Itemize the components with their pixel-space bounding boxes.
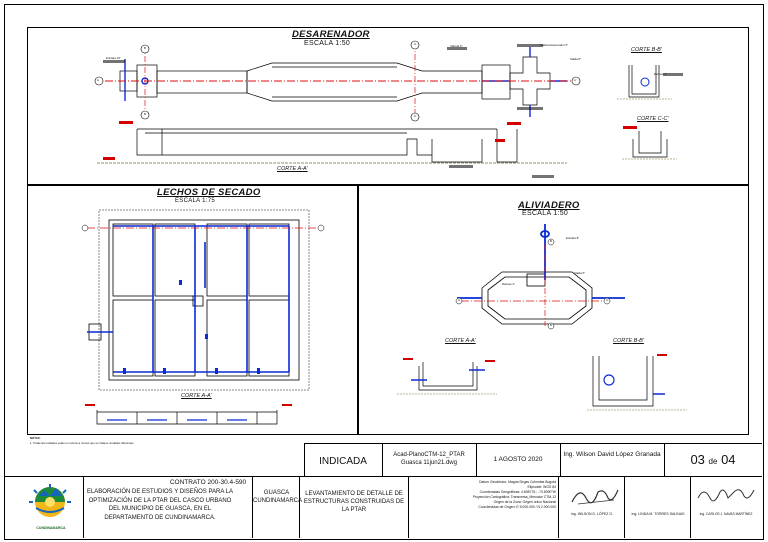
section-mark-c2: C' — [414, 114, 417, 118]
lechos-panel — [27, 184, 359, 435]
desarenador-corte-cc-label: CORTE C-C' — [637, 116, 669, 122]
datum-line-2: Elipsoide: WGS 84 — [527, 485, 556, 489]
firma-1: Ing. WILSON D. LÓPEZ G. — [570, 512, 614, 516]
archivo-value: Acad-PlanoCTM-12_PTAR Guasca 11jun21.dwg — [393, 452, 465, 466]
desarenador-drawing — [94, 40, 683, 178]
aliviadero-corte-aa-label: CORTE A-A' — [445, 338, 476, 344]
datum-line-5: Origen de la Zona: Origen único Nacional — [493, 500, 556, 504]
datum-line-6: Coordenadas de Origen: E 5.000.000 / N 2… — [478, 505, 556, 509]
firma-2: Ing. LINDA M. TORRES SALINAS — [631, 512, 685, 516]
section-mark-a: A — [97, 78, 99, 82]
desarenador-note-3: Válvula 6" — [450, 44, 463, 48]
aliviadero-mark-b: B — [550, 239, 552, 243]
signature-3 — [697, 489, 755, 502]
municipio-1: GUASCA — [263, 490, 290, 496]
lechos-drawing — [81, 209, 325, 425]
desarenador-title: DESARENADOR — [292, 29, 370, 40]
section-mark-a2: A' — [574, 78, 577, 82]
title-block-bottom-dividers — [4, 476, 762, 538]
aliviadero-title: ALIVIADERO — [518, 200, 580, 211]
title-block-top-dividers — [304, 443, 762, 476]
desarenador-corte-aa-label: CORTE A-A' — [277, 166, 308, 172]
sheet-of: de — [708, 457, 718, 466]
drawing-sheet — [4, 4, 764, 540]
section-mark-b2: B' — [144, 112, 147, 116]
aliviadero-panel — [357, 184, 749, 435]
desarenador-note-1: Entrada 10" — [106, 56, 121, 60]
aliviadero-mark-a: A — [458, 298, 460, 302]
desarenador-panel — [27, 27, 749, 186]
datum-line-3: Coordenadas Geográficas: 4.808776 ; -73.… — [479, 490, 556, 494]
sheet-number: 03 de 04 — [666, 452, 760, 467]
notes-text: 1. Todas las unidades están en metros a … — [30, 441, 135, 445]
desarenador-note-5: Rebose 4" — [654, 72, 667, 76]
aliviadero-note-2: Salida 6" — [574, 271, 586, 275]
aliviadero-note-1: Entrada 8" — [566, 236, 580, 240]
aliviadero-scale: ESCALA 1:50 — [522, 210, 569, 217]
sheet-total: 04 — [721, 452, 736, 467]
signature-1 — [571, 489, 619, 505]
dibujo-value: Ing. Wilson David López Granada — [563, 451, 661, 458]
fecha-value: 1 AGOSTO 2020 — [493, 456, 543, 463]
datum-line-1: Datum Geodésico: Magna Sirgas Colombia B… — [479, 480, 556, 484]
datum-block: Datum Geodésico: Magna Sirgas Colombia B… — [412, 480, 556, 510]
escala-value: INDICADA — [319, 456, 367, 467]
contrato: CONTRATO 200-30.4-590 — [169, 479, 247, 486]
title-block-bottom — [4, 476, 762, 538]
aliviadero-mark-a2: A' — [606, 298, 609, 302]
cundinamarca-logo — [29, 484, 71, 517]
aliviadero-mark-b2: B' — [550, 323, 553, 327]
lechos-title: LECHOS DE SECADO — [157, 187, 261, 198]
datum-line-4: Proyección Cartográfica: Transversa_Merc… — [472, 495, 556, 499]
title-block-top — [304, 443, 762, 476]
aliviadero-note-3: Rebose 4" — [502, 282, 515, 286]
municipio-2: CUNDINAMARCA — [253, 498, 303, 504]
logo-text: CUNDINAMARCA — [36, 526, 66, 530]
notes-label: NOTAS: — [30, 436, 41, 440]
firma-3: Ing. CARLOS J. NAVAS MARTÍNEZ — [699, 512, 753, 516]
aliviadero-drawing — [397, 224, 687, 411]
desarenador-note-2: Salida 8" — [570, 57, 582, 61]
sheet-current: 03 — [690, 452, 705, 467]
aliviadero-corte-bb-label: CORTE B-B' — [613, 338, 644, 344]
contenido: LEVANTAMIENTO DE DETALLE DE ESTRUCTURAS … — [303, 491, 405, 513]
objeto: ELABORACIÓN DE ESTUDIOS Y DISEÑOS PARA L… — [86, 489, 234, 521]
desarenador-corte-bb-label: CORTE B-B' — [631, 47, 662, 53]
lechos-corte-aa-label: CORTE A-A' — [181, 393, 212, 399]
section-mark-c: C — [414, 42, 417, 46]
desarenador-scale: ESCALA 1:50 — [304, 40, 351, 47]
desarenador-note-4: Salida Desarenador 6" — [540, 43, 569, 47]
section-mark-b: B — [144, 46, 146, 50]
lechos-scale: ESCALA 1:75 — [175, 198, 215, 204]
